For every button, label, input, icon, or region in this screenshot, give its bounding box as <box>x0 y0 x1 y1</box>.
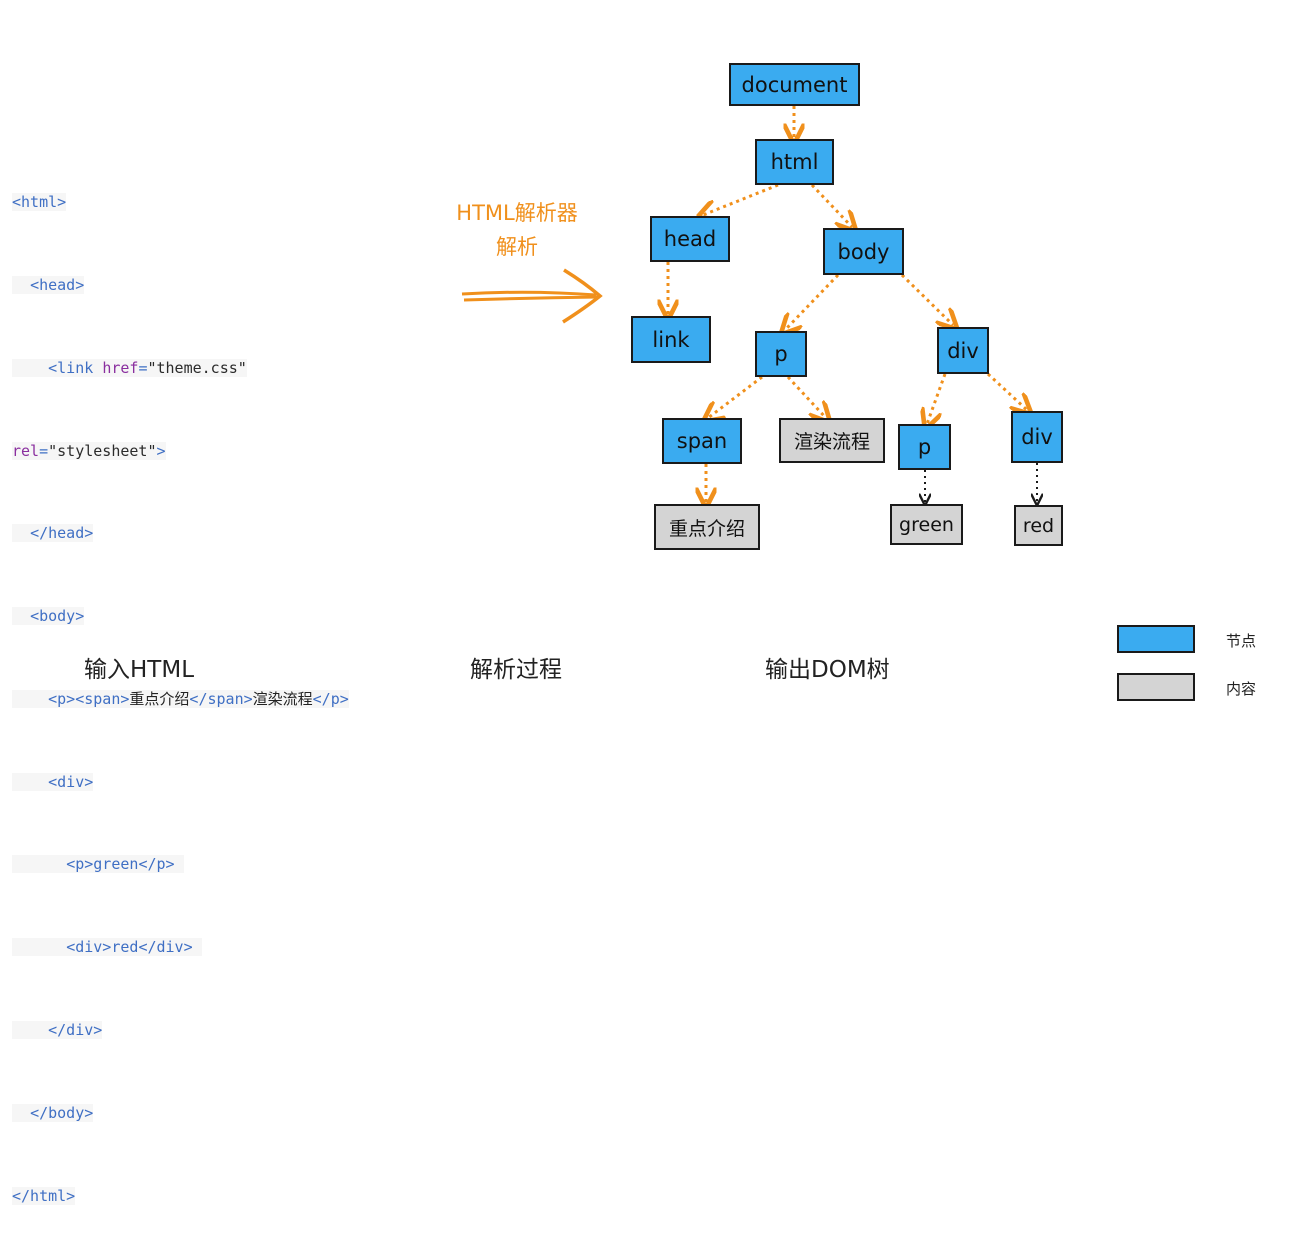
parser-label-line1: HTML解析器 <box>456 201 578 225</box>
caption-input: 输入HTML <box>84 657 195 683</box>
code-line: <link href="theme.css" <box>12 355 349 383</box>
edge-p-text <box>786 375 826 418</box>
code-line: <div>red</div> <box>12 934 349 962</box>
caption-output: 输出DOM树 <box>765 657 890 683</box>
legend-node-label: 节点 <box>1226 632 1257 650</box>
parser-label: HTML解析器 解析 <box>437 196 597 264</box>
legend-content-swatch <box>1117 673 1195 701</box>
node-text-green: green <box>890 504 963 545</box>
node-span: span <box>662 418 742 464</box>
node-text-render: 渲染流程 <box>779 418 885 463</box>
edge-body-div <box>900 273 953 325</box>
caption-process: 解析过程 <box>470 657 562 683</box>
code-line: rel="stylesheet"> <box>12 441 166 460</box>
node-html: html <box>755 139 834 185</box>
code-line: </body> <box>12 1100 349 1128</box>
tree-connectors <box>461 106 1313 727</box>
code-line: <head> <box>12 272 349 300</box>
node-link: link <box>631 316 711 363</box>
edge-p-span <box>708 375 763 418</box>
node-div: div <box>937 327 989 374</box>
code-line: <body> <box>12 603 349 631</box>
code-line: <p>green</p> <box>12 851 349 879</box>
node-text-red: red <box>1014 505 1063 546</box>
legend-content-label: 内容 <box>1226 680 1257 698</box>
code-line: </div> <box>12 1017 349 1045</box>
edge-div-p <box>927 373 947 424</box>
node-document: document <box>729 63 860 106</box>
node-text-key: 重点介绍 <box>654 504 760 550</box>
parser-label-line2: 解析 <box>496 235 538 259</box>
node-head: head <box>650 216 730 262</box>
code-line: <div> <box>12 769 349 797</box>
code-line: <html> <box>12 193 67 212</box>
node-p: p <box>755 331 807 377</box>
edge-div-div <box>986 372 1027 410</box>
node-div-inner: div <box>1011 411 1063 463</box>
legend-node-swatch <box>1117 625 1195 653</box>
code-line: </head> <box>12 520 349 548</box>
parse-arrow <box>461 268 603 324</box>
edge-html-body <box>810 183 852 227</box>
code-line: </html> <box>12 1186 76 1205</box>
edge-html-head <box>703 183 779 215</box>
node-body: body <box>823 228 904 275</box>
edge-body-p <box>785 273 840 330</box>
node-p-inner: p <box>898 424 951 470</box>
code-line: <p><span>重点介绍</span>渲染流程</p> <box>12 686 349 714</box>
